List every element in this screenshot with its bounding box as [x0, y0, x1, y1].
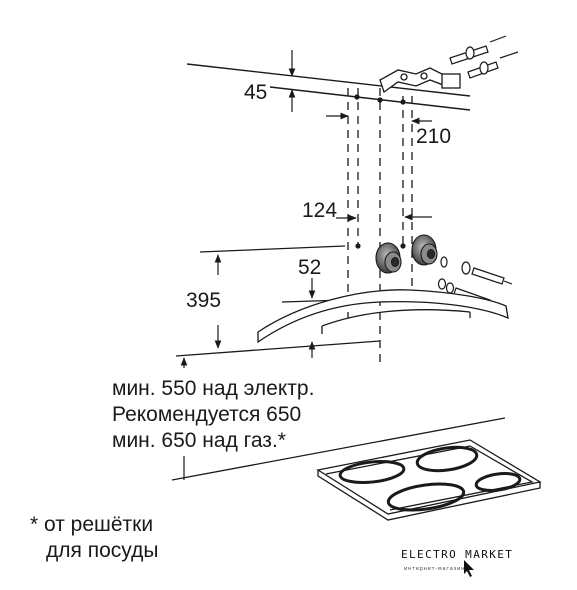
dashed-guides	[347, 88, 413, 366]
dimension-bottom-arrows	[180, 341, 316, 480]
hood-bottom-line	[175, 340, 381, 357]
footnote-line1: * от решётки	[30, 513, 154, 536]
footnote-line2: для посуды	[46, 539, 159, 562]
note-min-electric: мин. 550 над электр.	[112, 377, 315, 400]
dimension-124	[336, 213, 432, 222]
wall-bracket	[379, 67, 461, 94]
wall-plug-right	[411, 234, 438, 266]
note-min-gas: мин. 650 над газ.*	[112, 429, 286, 452]
svg-text:ELECTRO MARKET: ELECTRO MARKET	[401, 548, 513, 561]
ceiling-line	[186, 63, 471, 111]
mounting-level-line	[199, 245, 346, 253]
dimension-210	[326, 112, 432, 125]
electro-market-logo: ELECTRO MARKET интернет-магазин	[401, 548, 513, 577]
dimension-45-label: 45	[244, 81, 267, 104]
screw-mid-upper	[440, 256, 513, 285]
dimension-124-label: 124	[302, 199, 337, 222]
dimension-395-label: 395	[186, 289, 221, 312]
dimension-52-label: 52	[298, 256, 321, 279]
svg-text:интернет-магазин: интернет-магазин	[404, 566, 465, 572]
cooktop	[171, 417, 542, 521]
wall-plug-left	[375, 242, 402, 274]
screw-top-right	[467, 51, 519, 79]
hood-canopy	[257, 289, 509, 344]
note-recommended: Рекомендуется 650	[112, 403, 302, 426]
dimension-210-label: 210	[416, 125, 451, 148]
screw-top-left	[449, 35, 507, 65]
